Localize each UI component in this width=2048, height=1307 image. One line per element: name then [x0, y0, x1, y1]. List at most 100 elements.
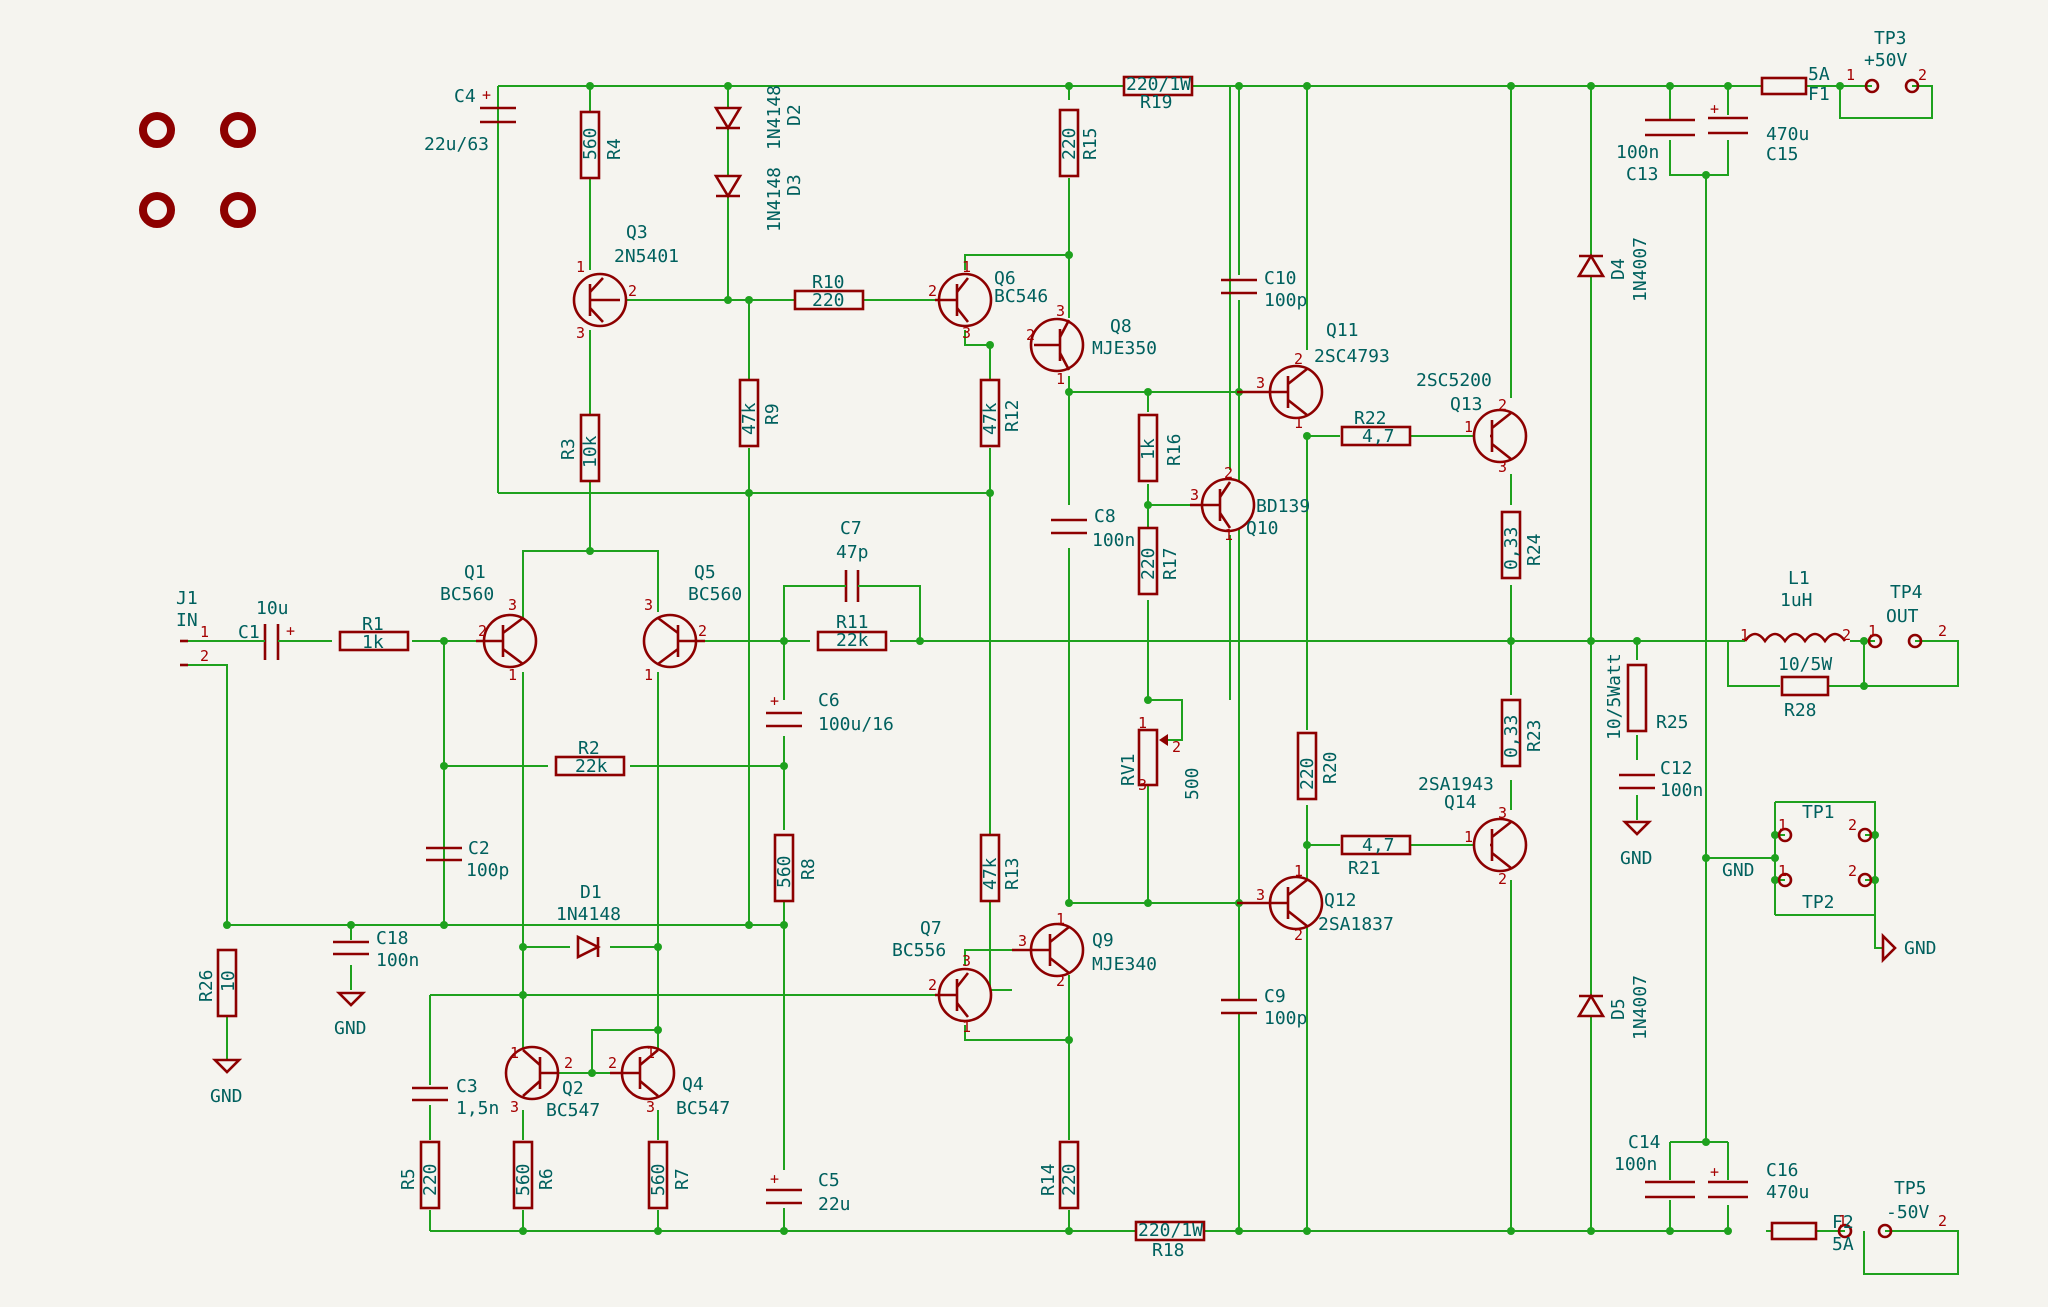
value-R2: 22k [575, 756, 608, 777]
pin-TP4-2: 2 [1938, 622, 1947, 640]
ref-C12: C12 [1660, 758, 1693, 779]
resistor-R11 [816, 630, 888, 652]
value-C16: 470u [1766, 1182, 1809, 1203]
value-R22: 4,7 [1362, 426, 1395, 447]
pin-TP4-1: 1 [1868, 622, 1877, 640]
value-R7: 560 [648, 1163, 669, 1196]
value-C1: 10u [256, 598, 289, 619]
pin-Q7-1: 1 [962, 1018, 971, 1036]
value-Q3: 2N5401 [614, 246, 679, 267]
pin-J1-1: 1 [200, 623, 209, 641]
resistor-R13 [979, 833, 1001, 903]
svg-text:+: + [1710, 1163, 1719, 1181]
value-R21: 4,7 [1362, 835, 1395, 856]
ref-R5: R5 [398, 1168, 419, 1190]
value-TP4: OUT [1886, 606, 1919, 627]
pin-Q1-1: 1 [508, 666, 517, 684]
value-Q8: MJE350 [1092, 338, 1157, 359]
ref-R2: R2 [578, 738, 600, 759]
resistor-R5 [419, 1140, 441, 1210]
potentiometer-RV1 [1137, 728, 1159, 787]
label-gnd-1: GND [334, 1018, 367, 1039]
transistor-symbols [476, 272, 1528, 1101]
resistor-R8 [773, 833, 795, 903]
pin-TP1-1: 1 [1778, 816, 1787, 834]
pin-Q8-1: 1 [1056, 370, 1065, 388]
ref-R28: R28 [1784, 700, 1817, 721]
pin-Q12-3: 3 [1256, 886, 1265, 904]
pin-Q10-1: 1 [1224, 526, 1233, 544]
value-R20: 220 [1297, 757, 1318, 790]
value-R13: 47k [980, 857, 1001, 890]
value-R25: 10/5Watt [1604, 653, 1625, 740]
resistor-R25 [1626, 663, 1648, 733]
pin-Q2-1: 1 [510, 1044, 519, 1062]
pin-Q13-1: 1 [1464, 418, 1473, 436]
value-C7: 47p [836, 542, 869, 563]
value-Q9: MJE340 [1092, 954, 1157, 975]
value-C13: 100n [1616, 142, 1659, 163]
pin-Q9-2: 2 [1056, 972, 1065, 990]
ref-C16: C16 [1766, 1160, 1799, 1181]
pin-Q7-3: 3 [962, 952, 971, 970]
pin-Q13-3: 3 [1498, 458, 1507, 476]
pin-Q11-3: 3 [1256, 374, 1265, 392]
ref-TP5: TP5 [1894, 1178, 1927, 1199]
value-C8: 100n [1092, 530, 1135, 551]
pin-numbers: 1 2 2 3 1 3 2 1 1 2 3 1 2 3 3 2 1 3 2 1 … [200, 66, 1947, 1230]
value-C9: 100p [1264, 1008, 1307, 1029]
pin-Q3-2: 2 [628, 282, 637, 300]
ref-R3: R3 [558, 438, 579, 460]
ref-R11: R11 [836, 612, 869, 633]
ref-Q3: Q3 [626, 222, 648, 243]
value-C2: 100p [466, 860, 509, 881]
pin-Q1-3: 3 [508, 596, 517, 614]
ref-R23: R23 [1524, 719, 1545, 752]
mounting-holes [139, 112, 256, 228]
svg-text:+: + [482, 86, 491, 104]
ref-C2: C2 [468, 838, 490, 859]
value-Q7: BC556 [892, 940, 946, 961]
pin-Q13-2: 2 [1498, 396, 1507, 414]
resistor-R2 [554, 755, 626, 777]
ref-Q10: Q10 [1246, 518, 1279, 539]
pin-Q14-2: 2 [1498, 870, 1507, 888]
value-R28: 10/5W [1778, 654, 1832, 675]
pin-Q11-2: 2 [1294, 350, 1303, 368]
resistor-R6 [512, 1140, 534, 1210]
resistor-R1 [338, 630, 410, 652]
label-gnd-3: GND [1620, 848, 1653, 869]
pin-Q4-2: 2 [608, 1054, 617, 1072]
value-R1: 1k [362, 632, 384, 653]
pin-Q10-3: 3 [1190, 486, 1199, 504]
ref-TP3: TP3 [1874, 28, 1907, 49]
ref-D1: D1 [580, 882, 602, 903]
ref-C4: C4 [454, 86, 476, 107]
value-Q14: 2SA1943 [1418, 774, 1494, 795]
pin-Q6-3: 3 [962, 324, 971, 342]
ref-R8: R8 [798, 858, 819, 880]
value-C4: 22u/63 [424, 134, 489, 155]
capacitor-symbols: + + + + + + [240, 86, 1748, 1205]
value-C12: 100n [1660, 780, 1703, 801]
value-Q5: BC560 [688, 584, 742, 605]
value-R26: 10 [218, 970, 239, 992]
value-C18: 100n [376, 950, 419, 971]
ref-R1: R1 [362, 614, 384, 635]
ref-TP4: TP4 [1890, 582, 1923, 603]
resistor-R4 [579, 110, 601, 180]
ref-R14: R14 [1038, 1163, 1059, 1196]
ref-TP2: TP2 [1802, 892, 1835, 913]
pin-Q12-1: 1 [1294, 862, 1303, 880]
value-R8: 560 [774, 855, 795, 888]
value-D3: 1N4148 [764, 167, 785, 232]
junctions [223, 82, 1879, 1235]
ref-Q1: Q1 [464, 562, 486, 583]
value-R14: 220 [1059, 1163, 1080, 1196]
value-C5: 22u [818, 1194, 851, 1215]
value-Q10: BD139 [1256, 496, 1310, 517]
ref-F1: F1 [1808, 84, 1830, 105]
value-C15: 470u [1766, 124, 1809, 145]
pin-RV1-2: 2 [1172, 738, 1181, 756]
